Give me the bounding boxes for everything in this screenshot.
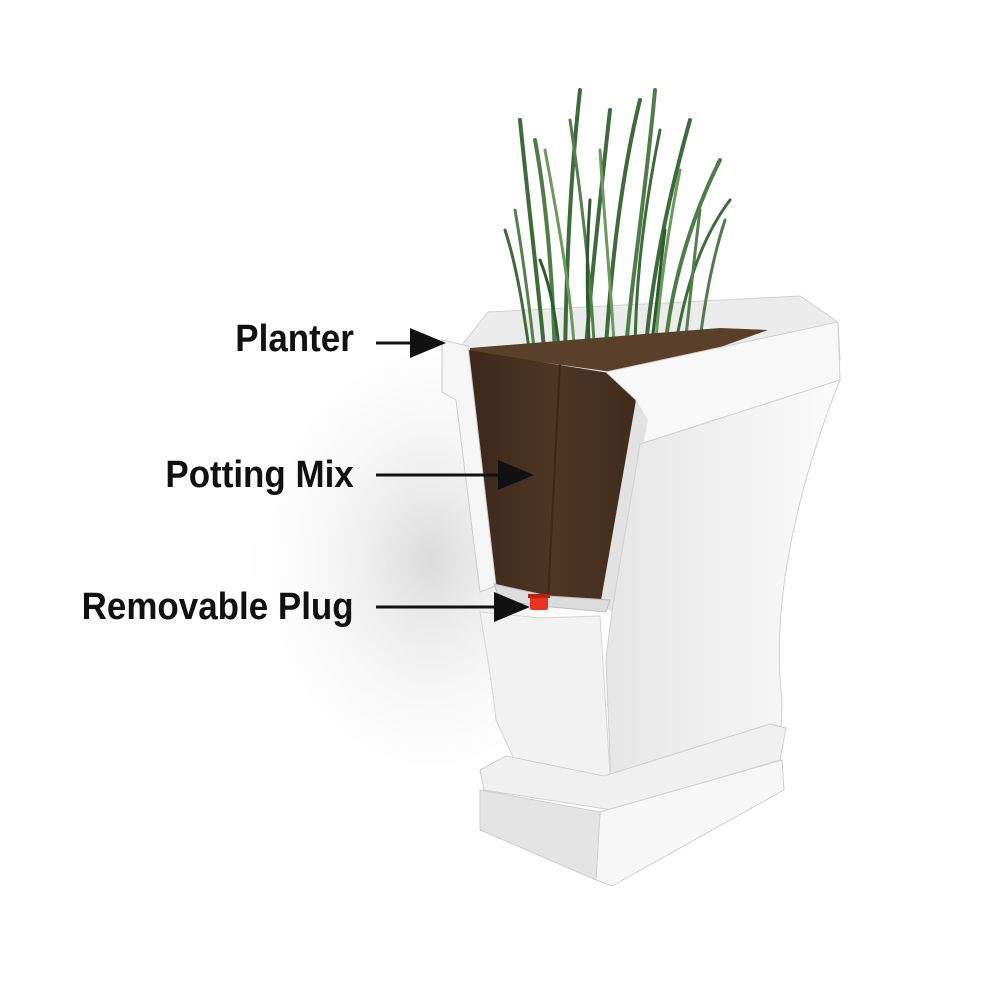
soil-seam [547,363,561,599]
potting-mix-label: Potting Mix [165,454,354,496]
drain-plug [530,596,548,610]
planter-base-left [479,789,601,881]
planter-body [605,379,841,807]
removable-plug-label: Removable Plug [82,586,354,628]
drain-plug-cap [528,594,550,598]
planter-label: Planter [235,318,354,360]
planter-wall [441,339,497,593]
soil-top [470,328,768,376]
planter-inner-wall [600,400,648,612]
